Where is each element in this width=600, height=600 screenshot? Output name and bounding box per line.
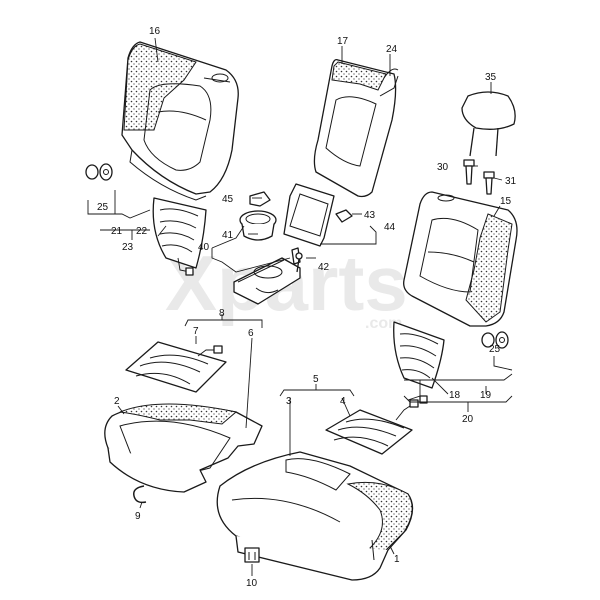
headrest-guide-31 [483,171,495,195]
callout-labels: 16 17 24 35 30 31 15 25 21 22 23 45 41 4… [97,26,517,589]
callout-9: 9 [135,511,141,522]
callout-6: 6 [248,328,254,339]
callout-25-right: 25 [489,344,501,355]
callout-7: 7 [193,326,199,337]
seat-heating-mat-7 [125,341,227,393]
seat-heating-mat-4 [325,399,419,455]
callout-30: 30 [437,162,449,173]
callout-43: 43 [364,210,376,221]
callout-20: 20 [462,414,474,425]
callout-5: 5 [313,374,319,385]
right-seat-cushion-part [216,451,414,581]
armrest-tray-part [233,247,301,305]
headrest-part [461,91,516,157]
callout-2: 2 [114,396,120,407]
callout-1: 1 [394,554,400,565]
callout-24: 24 [386,44,398,55]
grommet-right-part [481,331,509,349]
cup-holder-part [239,210,277,241]
callout-42: 42 [318,262,330,273]
callout-22: 22 [136,226,148,237]
callout-44: 44 [384,222,396,233]
callout-8: 8 [219,308,225,319]
callout-31: 31 [505,176,517,187]
callout-45: 45 [222,194,234,205]
callout-3: 3 [286,396,292,407]
backrest-heating-mat-right [393,321,445,404]
callout-25-left: 25 [97,202,109,213]
bracket-part [249,191,271,207]
armrest-frame-part [283,183,353,247]
left-seat-cushion-part [104,403,263,493]
backrest-heating-mat-left [152,197,207,276]
clip-10-part [244,547,260,563]
callout-4: 4 [340,396,346,407]
watermark-suffix: .com [365,315,402,332]
callout-16: 16 [149,26,161,37]
headrest-guide-30 [463,159,475,185]
callout-41: 41 [222,230,234,241]
grommet-left-part [85,163,113,181]
callout-10: 10 [246,578,258,589]
leader-lines [87,37,513,576]
callout-40: 40 [198,242,210,253]
callout-17: 17 [337,36,349,47]
callout-18: 18 [449,390,461,401]
callout-19: 19 [480,390,492,401]
middle-backrest-part [313,58,399,198]
spring-clip-part [132,485,147,504]
callout-21: 21 [111,226,123,237]
right-backrest-part [403,191,518,327]
callout-35: 35 [485,72,497,83]
callout-15: 15 [500,196,512,207]
left-backrest-part [121,41,239,201]
callout-23: 23 [122,242,134,253]
screw-42-part [295,252,303,273]
